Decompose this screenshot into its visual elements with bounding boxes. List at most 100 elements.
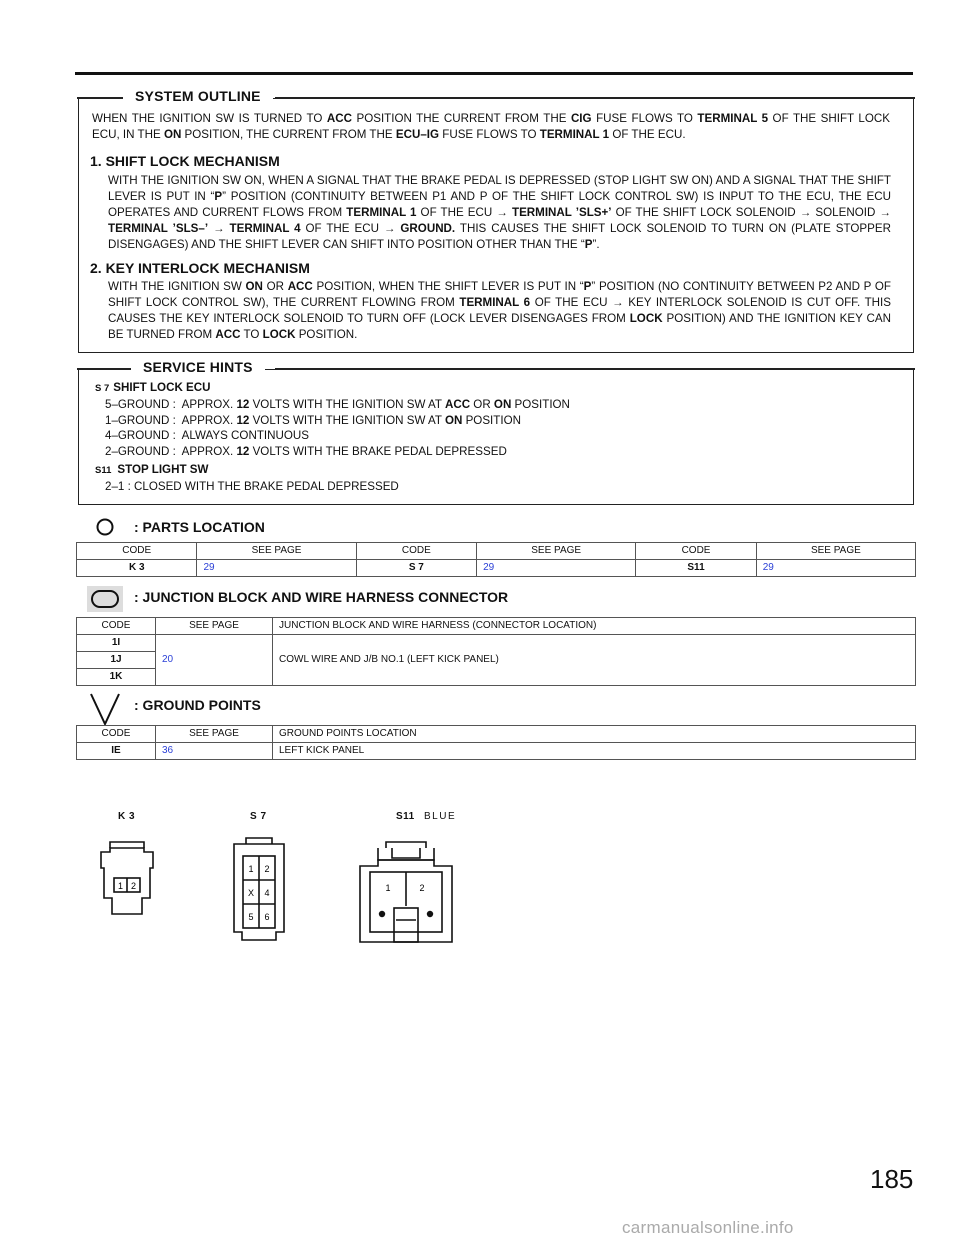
junction-block-title: : JUNCTION BLOCK AND WIRE HARNESS CONNEC… [134,589,509,605]
table-row: 1I 20 COWL WIRE AND J/B NO.1 (LEFT KICK … [76,634,916,686]
bold-term: TERMINAL ’SLS–’ [108,222,209,235]
code-cell: IE [76,742,156,760]
pin-label: 1 [248,864,253,874]
pin-label: 2 [419,883,424,893]
system-outline-title: SYSTEM OUTLINE [123,88,273,104]
bold-term: ACC [326,112,352,125]
parts-location-symbol-icon [96,518,114,536]
pin-label: 1 [118,881,123,891]
connector-k3-label: K 3 [118,811,136,822]
bold-term: P [214,190,223,203]
service-hints-title: SERVICE HINTS [131,359,265,375]
pin-label: 6 [264,912,269,922]
table-row: IE 36 LEFT KICK PANEL [76,742,916,760]
ground-location: LEFT KICK PANEL [272,742,916,760]
title-rule [275,368,915,370]
pin-label: 2 [264,864,269,874]
bold-term: ACC [287,280,313,293]
table-header-row: CODE SEE PAGE GROUND POINTS LOCATION [76,725,916,743]
bold-term: LOCK [262,328,296,341]
bold-term: CIG [570,112,592,125]
header-cell: CODE [76,617,156,635]
pin-dot [426,910,434,918]
section2-heading: 2. KEY INTERLOCK MECHANISM [90,260,310,276]
connector-k3-diagram: 1 2 [100,841,154,915]
section1-heading: 1. SHIFT LOCK MECHANISM [90,153,280,169]
title-rule [77,97,131,99]
hint-line: 5–GROUND : APPROX. 12 VOLTS WITH THE IGN… [105,398,570,411]
code-cell: K 3 [75,559,198,577]
bold-term: LOCK [629,312,663,325]
pin-label: 4 [264,888,269,898]
bold-term: ACC [215,328,241,341]
code-cell: S 7 [355,559,478,577]
bold-term: ON [245,280,263,293]
ground-points-symbol-icon [90,693,120,726]
junction-block-table: CODE SEE PAGE JUNCTION BLOCK AND WIRE HA… [76,617,916,686]
hint-line: 4–GROUND : ALWAYS CONTINUOUS [105,429,309,442]
header-cell: JUNCTION BLOCK AND WIRE HARNESS (CONNECT… [272,617,916,635]
ground-points-title: : GROUND POINTS [134,697,261,713]
connector-s11-color: BLUE [424,811,457,822]
ground-points-table: CODE SEE PAGE GROUND POINTS LOCATION IE … [76,725,916,760]
see-page-link[interactable]: 20 [155,634,273,686]
parts-location-title: : PARTS LOCATION [134,519,265,535]
bold-term: TERMINAL 5 [697,112,769,125]
page-number: 185 [870,1164,914,1194]
hint-s7-code: S 7 [95,383,110,394]
header-cell: GROUND POINTS LOCATION [272,725,916,743]
parts-location-table: CODE SEE PAGE CODE SEE PAGE CODE SEE PAG… [75,542,917,577]
bold-term: TERMINAL 1 [346,206,417,219]
top-rule [75,72,913,75]
see-page-link[interactable]: 29 [476,559,637,577]
header-cell: SEE PAGE [155,725,273,743]
bold-term: ON [163,128,182,141]
header-cell: CODE [635,542,757,560]
header-cell: CODE [76,725,156,743]
connector-s11-label: S11 [396,811,415,822]
bold-term: 12 [236,444,250,458]
watermark: carmanualsonline.info [622,1218,794,1237]
title-rule [275,97,915,99]
junction-block-symbol-icon [87,586,123,612]
see-page-link[interactable]: 36 [155,742,273,760]
bold-term: 12 [236,413,250,427]
bold-term: TERMINAL ’SLS+’ [511,206,612,219]
see-page-link[interactable]: 29 [196,559,357,577]
hint-s11-name: STOP LIGHT SW [117,463,209,476]
header-cell: SEE PAGE [155,617,273,635]
bold-term: ON [493,398,512,411]
hint-line: 2–1 : CLOSED WITH THE BRAKE PEDAL DEPRES… [105,480,399,493]
code-cell: 1J [76,651,156,669]
bold-term: ACC [444,398,471,411]
title-rule [77,368,131,370]
bold-term: ON [444,413,463,427]
table-header-row: CODE SEE PAGE JUNCTION BLOCK AND WIRE HA… [76,617,916,635]
table-row: 1K [76,668,916,686]
pin-label: X [248,888,254,898]
hint-line: 1–GROUND : APPROX. 12 VOLTS WITH THE IGN… [105,413,521,427]
table-row: K 3 29 S 7 29 S11 29 [75,559,917,577]
pin-label: 5 [248,912,253,922]
code-cell: 1I [76,634,156,652]
bold-term: P [584,238,593,251]
header-cell: SEE PAGE [476,542,637,560]
connector-s11-diagram: 1 2 [359,841,453,943]
pin-dot [378,910,386,918]
section1-body: WITH THE IGNITION SW ON, WHEN A SIGNAL T… [108,174,891,251]
header-cell: CODE [75,542,198,560]
code-cell: S11 [635,559,757,577]
bold-term: P [583,280,592,293]
bold-term: GROUND. [400,222,456,235]
see-page-link[interactable]: 29 [755,559,917,577]
connector-s7-label: S 7 [250,811,267,822]
system-outline-box: SYSTEM OUTLINE WHEN THE IGNITION SW IS T… [77,88,915,353]
header-cell: CODE [355,542,478,560]
hint-s7-name: SHIFT LOCK ECU [113,381,211,394]
connector-location: COWL WIRE AND J/B NO.1 (LEFT KICK PANEL) [272,634,916,686]
header-cell: SEE PAGE [196,542,357,560]
hint-s11-lines: 2–1 : CLOSED WITH THE BRAKE PEDAL DEPRES… [105,479,399,495]
